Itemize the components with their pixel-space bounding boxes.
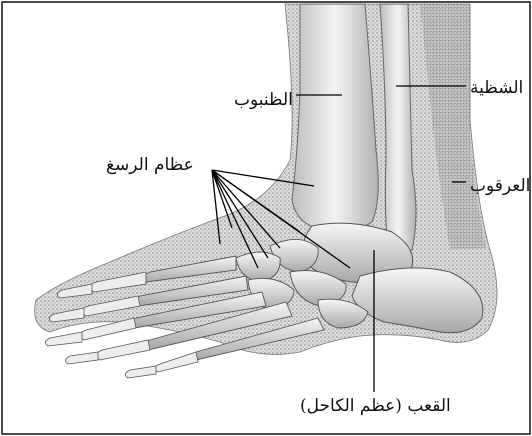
label-tibia: الظنبوب: [234, 92, 293, 109]
label-tarsals: عظام الرسغ: [106, 157, 194, 174]
tibia-bone: [292, 4, 378, 232]
label-fibula: الشظية: [470, 80, 523, 97]
label-talus: القعب (عظم الكاحل): [300, 398, 451, 415]
label-achilles: العرقوب: [470, 178, 530, 195]
